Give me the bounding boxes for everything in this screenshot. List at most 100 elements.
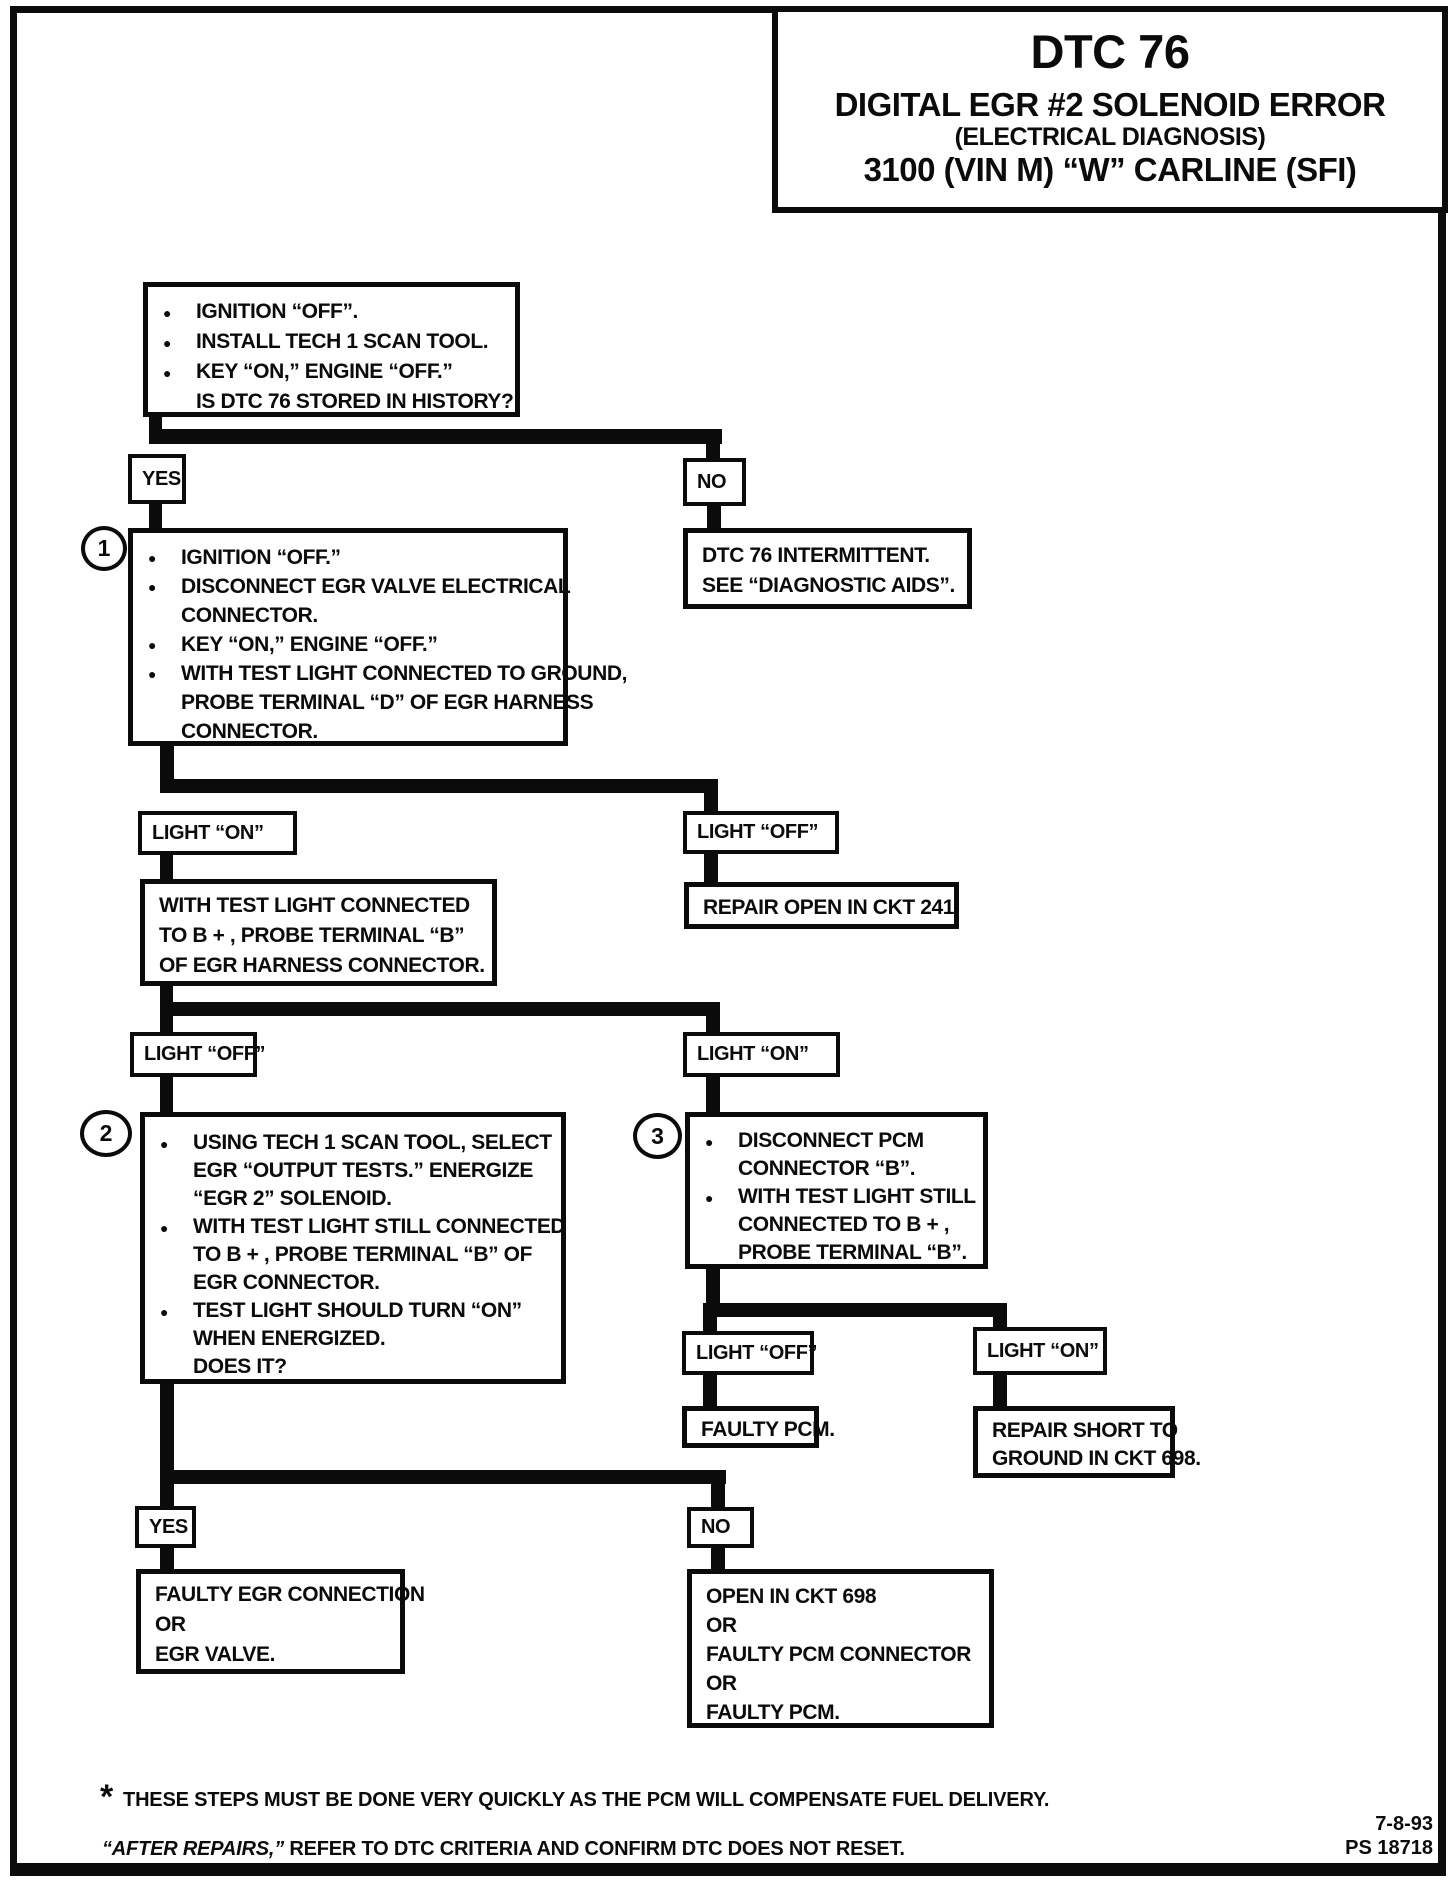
step-line: CONNECTOR “B”. xyxy=(738,1157,916,1180)
branch-label-light-on-3: LIGHT “ON” xyxy=(973,1327,1107,1375)
connector xyxy=(160,1470,726,1484)
connector xyxy=(711,1470,725,1511)
step-line: WITH TEST LIGHT STILL CONNECTED xyxy=(145,1213,566,1242)
step-line: KEY “ON,” ENGINE “OFF.” xyxy=(133,630,563,660)
flow-node-probe-terminal-b: WITH TEST LIGHT CONNECTED TO B + , PROBE… xyxy=(140,879,497,986)
connector xyxy=(703,1372,717,1410)
connector xyxy=(149,429,722,444)
flow-node-repair-ckt-698: REPAIR SHORT TO GROUND IN CKT 698. xyxy=(973,1406,1201,1478)
branch-label-no-1: NO xyxy=(683,458,746,506)
footnote-asterisk: * xyxy=(100,1778,114,1816)
result-line: EGR VALVE. xyxy=(155,1643,276,1666)
flow-node-step-1: IGNITION “OFF.” DISCONNECT EGR VALVE ELE… xyxy=(128,528,627,746)
flow-node-faulty-egr: FAULTY EGR CONNECTION OR EGR VALVE. xyxy=(136,1569,425,1674)
result-line: OR xyxy=(706,1672,737,1695)
connector xyxy=(703,1303,717,1335)
result-line: REPAIR SHORT TO xyxy=(992,1419,1178,1442)
branch-label-light-off-3: LIGHT “OFF” xyxy=(682,1331,818,1375)
flow-node-start: IGNITION “OFF”. INSTALL TECH 1 SCAN TOOL… xyxy=(143,282,520,417)
connector xyxy=(160,742,174,786)
step-line: TO B + , PROBE TERMINAL “B” OF xyxy=(193,1243,533,1266)
step-line: OF EGR HARNESS CONNECTOR. xyxy=(159,954,485,977)
step-line: IGNITION “OFF.” xyxy=(133,543,563,573)
connector xyxy=(706,1265,720,1310)
flow-node-faulty-pcm: FAULTY PCM. xyxy=(682,1406,835,1448)
footnote-after-repairs-text: REFER TO DTC CRITERIA AND CONFIRM DTC DO… xyxy=(284,1838,905,1860)
branch-label-no-2: NO xyxy=(687,1507,754,1548)
connector xyxy=(704,779,718,815)
step-line: PROBE TERMINAL “B”. xyxy=(738,1241,967,1264)
connector xyxy=(160,1074,173,1115)
connector xyxy=(160,852,173,883)
step-line: DOES IT? xyxy=(193,1355,287,1378)
connector xyxy=(706,1002,720,1036)
connector xyxy=(706,429,720,461)
result-line: SEE “DIAGNOSTIC AIDS”. xyxy=(702,574,955,597)
branch-label-light-off-2: LIGHT “OFF” xyxy=(130,1032,266,1077)
title-fault-name: DIGITAL EGR #2 SOLENOID ERROR xyxy=(834,86,1386,123)
footnote-after-repairs: “AFTER REPAIRS,” REFER TO DTC CRITERIA A… xyxy=(102,1838,905,1861)
document-number: PS 18718 xyxy=(1345,1837,1433,1859)
step-circle-2: 2 xyxy=(80,1110,132,1157)
branch-label-light-off-1: LIGHT “OFF” xyxy=(683,811,839,854)
step-line: CONNECTED TO B + , xyxy=(738,1213,950,1236)
page-border xyxy=(10,6,1446,1876)
title-diagnosis-type: (ELECTRICAL DIAGNOSIS) xyxy=(954,123,1266,151)
result-line: FAULTY EGR CONNECTION xyxy=(155,1583,425,1606)
connector xyxy=(707,502,721,531)
step-line: EGR “OUTPUT TESTS.” ENERGIZE xyxy=(193,1159,533,1182)
step-line: WITH TEST LIGHT CONNECTED xyxy=(159,894,470,917)
branch-label-light-on-1: LIGHT “ON” xyxy=(138,811,297,855)
connector xyxy=(160,1002,720,1016)
connector xyxy=(704,851,718,886)
connector xyxy=(149,500,162,531)
step-line: TO B + , PROBE TERMINAL “B” xyxy=(159,924,465,947)
connector xyxy=(706,1303,1007,1317)
branch-label-yes-1: YES xyxy=(128,454,186,504)
step-line: CONNECTOR. xyxy=(181,720,318,743)
connector xyxy=(160,1380,174,1478)
result-line: OR xyxy=(155,1613,186,1636)
branch-label-light-on-2: LIGHT “ON” xyxy=(683,1032,840,1077)
step-line: EGR CONNECTOR. xyxy=(193,1271,380,1294)
step-line: “EGR 2” SOLENOID. xyxy=(193,1187,392,1210)
footnote-after-repairs-lead: “AFTER REPAIRS,” xyxy=(102,1838,284,1860)
step-line: PROBE TERMINAL “D” OF EGR HARNESS xyxy=(181,691,594,714)
result-line: OPEN IN CKT 698 xyxy=(706,1585,877,1608)
footnote-quick-steps-text: THESE STEPS MUST BE DONE VERY QUICKLY AS… xyxy=(123,1789,1050,1811)
connector xyxy=(993,1372,1007,1410)
revision-date: 7-8-93 xyxy=(1375,1813,1433,1835)
connector xyxy=(160,983,173,1007)
step-line: DISCONNECT EGR VALVE ELECTRICAL xyxy=(133,572,571,602)
result-line: FAULTY PCM CONNECTOR xyxy=(706,1643,972,1666)
step-line: IS DTC 76 STORED IN HISTORY? xyxy=(196,390,514,413)
footnote-quick-steps: * THESE STEPS MUST BE DONE VERY QUICKLY A… xyxy=(100,1776,1050,1816)
result-line: REPAIR OPEN IN CKT 241. xyxy=(703,896,960,919)
title-block: DTC 76 DIGITAL EGR #2 SOLENOID ERROR (EL… xyxy=(772,6,1448,213)
connector xyxy=(160,779,718,793)
flow-node-open-ckt-698: OPEN IN CKT 698 OR FAULTY PCM CONNECTOR … xyxy=(687,1569,994,1728)
connector xyxy=(706,1074,720,1115)
connector xyxy=(160,1013,173,1036)
step-line: KEY “ON,” ENGINE “OFF.” xyxy=(148,357,515,388)
step-line: DISCONNECT PCM xyxy=(690,1127,983,1156)
result-line: OR xyxy=(706,1614,737,1637)
result-line: FAULTY PCM. xyxy=(701,1418,835,1441)
connector xyxy=(711,1545,725,1573)
step-line: IGNITION “OFF”. xyxy=(148,297,515,328)
step-circle-3: 3 xyxy=(633,1113,682,1159)
result-line: FAULTY PCM. xyxy=(706,1701,840,1724)
result-line: DTC 76 INTERMITTENT. xyxy=(702,544,930,567)
step-line: CONNECTOR. xyxy=(181,604,318,627)
connector xyxy=(160,1482,174,1510)
document-meta: 7-8-93 PS 18718 xyxy=(1180,1812,1433,1860)
step-line: INSTALL TECH 1 SCAN TOOL. xyxy=(148,327,515,358)
flow-node-step-3: DISCONNECT PCM CONNECTOR “B”. WITH TEST … xyxy=(685,1112,988,1269)
step-circle-1: 1 xyxy=(81,526,127,571)
title-dtc-code: DTC 76 xyxy=(1030,25,1190,78)
result-line: GROUND IN CKT 698. xyxy=(992,1447,1201,1470)
step-line: WITH TEST LIGHT CONNECTED TO GROUND, xyxy=(133,659,627,689)
step-line: WITH TEST LIGHT STILL xyxy=(690,1183,983,1212)
branch-label-yes-2: YES xyxy=(135,1506,196,1548)
